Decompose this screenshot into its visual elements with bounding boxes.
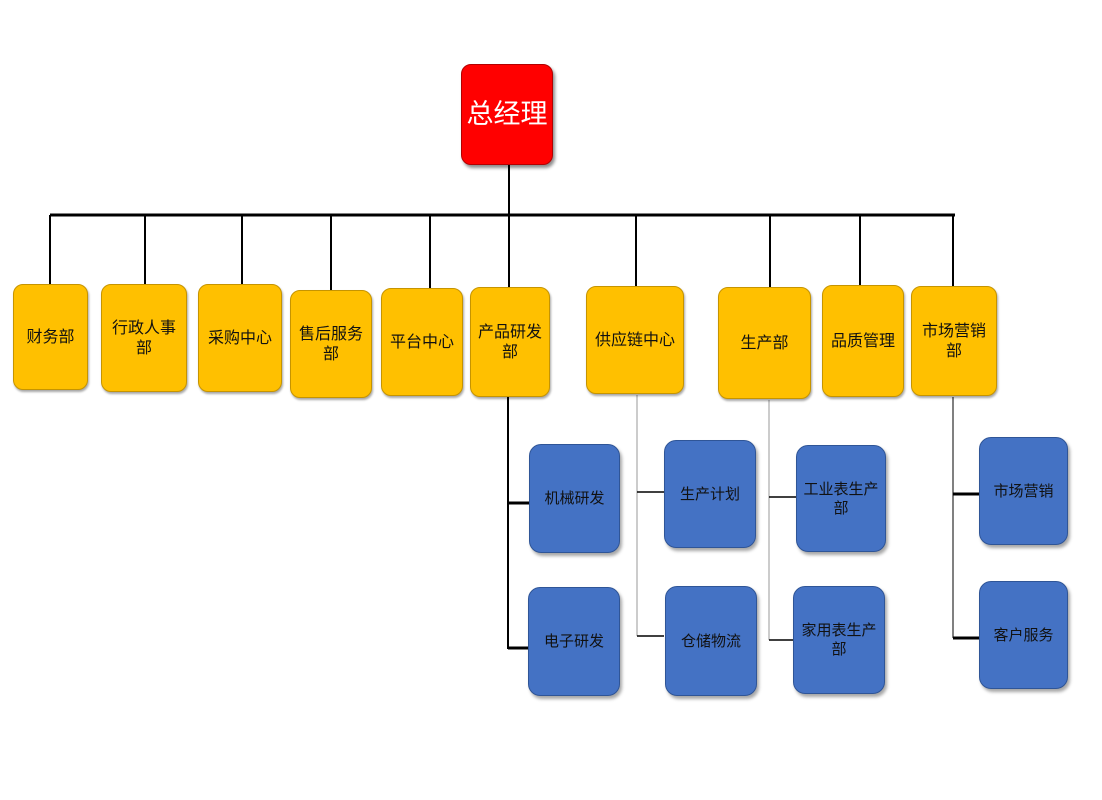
dept-label: 市场营销部 [921, 321, 986, 360]
dept-label: 品质管理 [830, 331, 895, 350]
sub-node-customer-service: 客户服务 [979, 581, 1068, 689]
dept-node-procurement: 采购中心 [198, 284, 282, 392]
dept-label: 供应链中心 [594, 330, 675, 349]
sub-label: 客户服务 [993, 625, 1054, 644]
dept-node-finance: 财务部 [13, 284, 88, 390]
dept-label: 产品研发部 [477, 322, 542, 361]
sub-label: 工业表生产部 [803, 479, 879, 517]
root-label: 总经理 [466, 98, 548, 130]
dept-node-marketing: 市场营销部 [911, 286, 997, 396]
sub-node-marketing: 市场营销 [979, 437, 1068, 545]
sub-node-electronic-rd: 电子研发 [528, 587, 620, 696]
dept-label: 采购中心 [207, 328, 272, 347]
sub-node-household-meter: 家用表生产部 [793, 586, 885, 694]
sub-label: 家用表生产部 [801, 621, 877, 658]
sub-label: 电子研发 [543, 632, 604, 651]
dept-label: 财务部 [26, 327, 75, 346]
root-node: 总经理 [461, 64, 553, 165]
dept-node-product-rd: 产品研发部 [470, 287, 550, 397]
dept-node-platform: 平台中心 [381, 288, 463, 396]
sub-node-industrial-meter: 工业表生产部 [796, 445, 886, 552]
sub-label: 仓储物流 [680, 631, 741, 650]
sub-node-production-plan: 生产计划 [664, 440, 756, 548]
sub-label: 机械研发 [544, 489, 605, 508]
dept-label: 售后服务部 [298, 324, 363, 363]
dept-node-quality: 品质管理 [822, 285, 904, 397]
sub-node-warehouse-logistics: 仓储物流 [665, 586, 757, 696]
dept-node-supply-chain: 供应链中心 [586, 286, 684, 394]
dept-label: 平台中心 [389, 332, 454, 351]
dept-label: 生产部 [740, 333, 789, 352]
dept-node-after-sales: 售后服务部 [290, 290, 372, 398]
dept-label: 行政人事部 [111, 318, 176, 357]
sub-label: 市场营销 [993, 481, 1054, 500]
dept-node-production: 生产部 [718, 287, 811, 399]
sub-label: 生产计划 [679, 484, 740, 503]
sub-node-mechanical-rd: 机械研发 [529, 444, 620, 553]
dept-node-admin-hr: 行政人事部 [101, 284, 187, 392]
